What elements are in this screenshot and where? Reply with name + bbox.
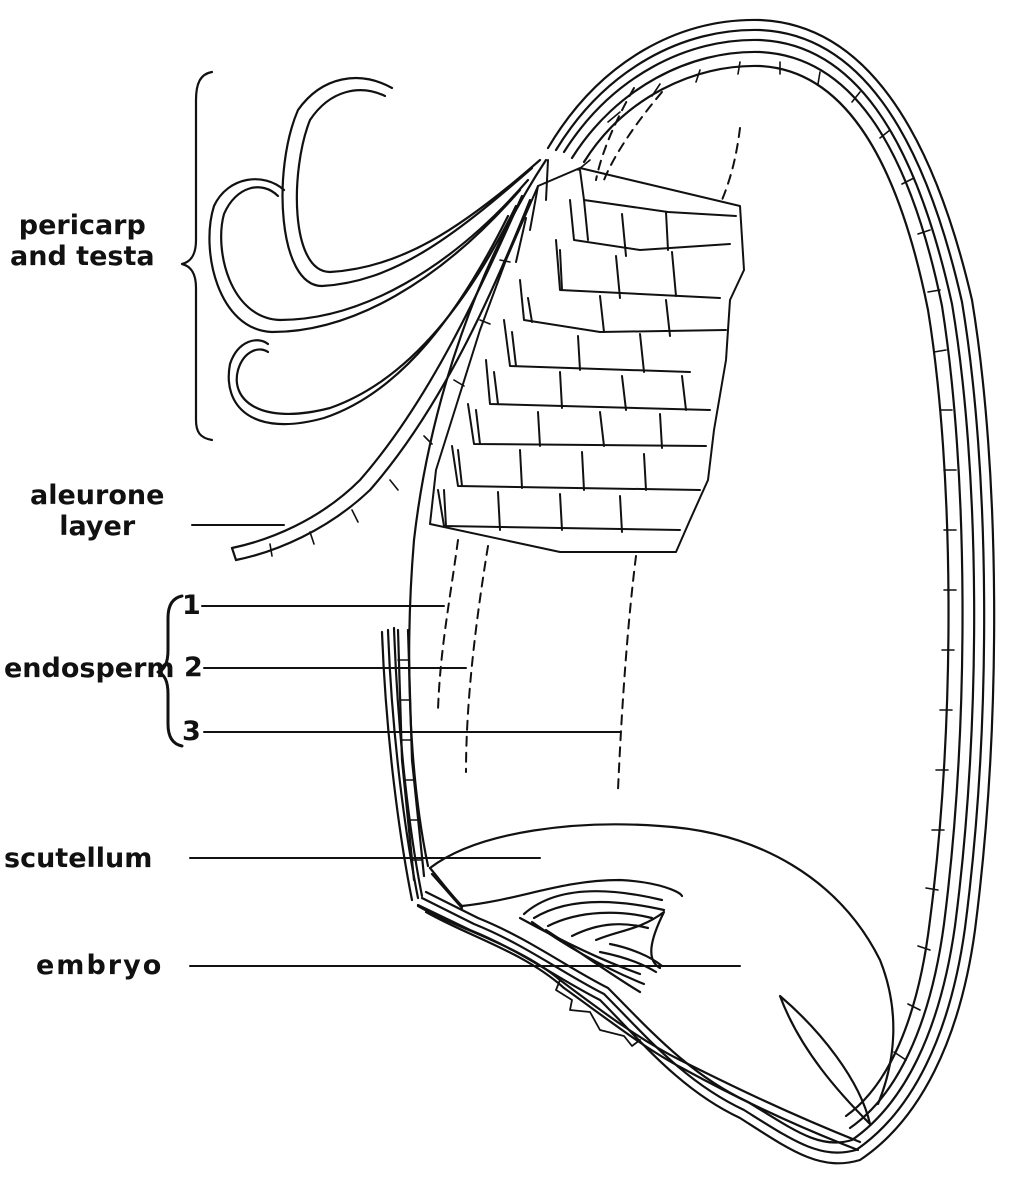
endosperm-cells [430, 160, 744, 552]
label-aleurone-line2: layer [30, 511, 164, 542]
label-pericarp: pericarp and testa [10, 210, 155, 272]
endosperm-boundary [409, 160, 546, 866]
label-pericarp-line2: and testa [10, 241, 155, 272]
endosperm-zone-lines [438, 88, 740, 790]
seed-coat [382, 20, 994, 1163]
label-aleurone-line1: aleurone [30, 480, 164, 511]
pericarp-bracket [182, 72, 212, 440]
label-pericarp-line1: pericarp [10, 210, 155, 241]
pericarp-curls [209, 78, 540, 560]
label-aleurone: aleurone layer [30, 480, 164, 542]
label-endosperm: endosperm [4, 653, 175, 684]
label-embryo: embryo [36, 950, 163, 981]
label-endosperm-1: 1 [182, 592, 201, 619]
label-endosperm-2: 2 [184, 654, 203, 681]
label-scutellum: scutellum [4, 843, 152, 874]
embryo-structure [418, 824, 893, 1150]
label-endosperm-3: 3 [182, 718, 201, 745]
